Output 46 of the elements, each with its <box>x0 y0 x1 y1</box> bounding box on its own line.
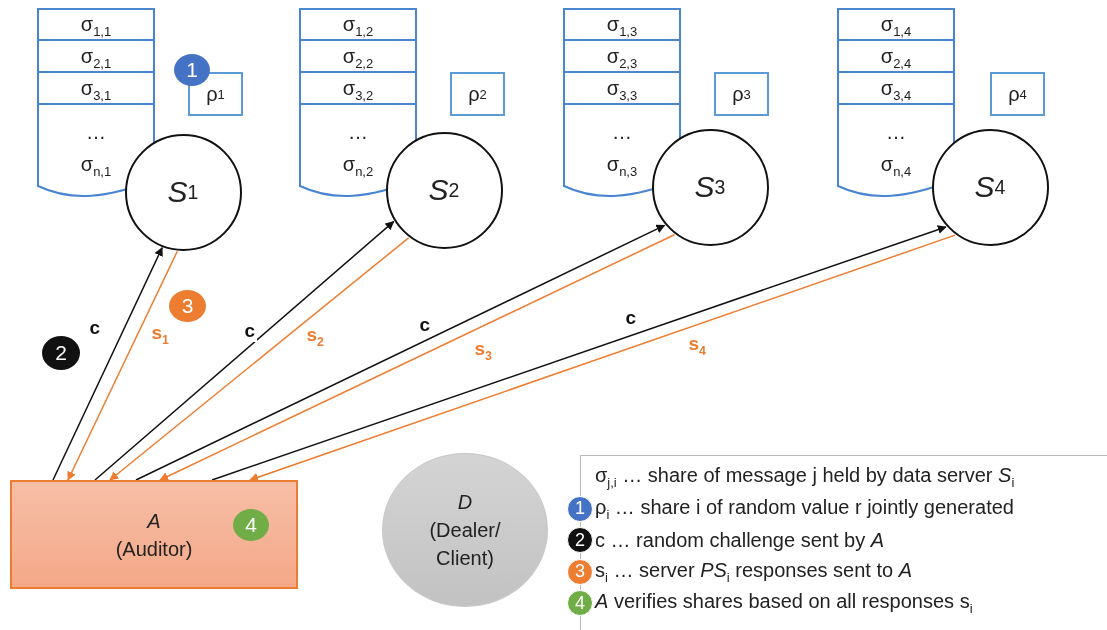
arrow <box>52 246 163 481</box>
share-label: σ$_{1,3}$ <box>605 12 639 41</box>
share-label: σ$_{3,3}$ <box>605 76 639 105</box>
share-label: σ$_{3,1}$ <box>79 76 113 105</box>
share-label: σ$_{1,4}$ <box>879 12 913 41</box>
node-label: (Auditor) <box>115 536 193 562</box>
step-badge: 1 <box>174 54 210 86</box>
legend-text: c … random challenge sent by A <box>595 528 885 552</box>
share-label: σ$_{2,1}$ <box>79 44 113 73</box>
share-label: σ$_{2,2}$ <box>341 44 375 73</box>
share-label: σ$_{1,2}$ <box>341 12 375 41</box>
arrow <box>67 250 179 481</box>
step-badge: 4 <box>233 509 269 541</box>
step-badge: 2 <box>42 336 80 370</box>
step-badge: 3 <box>169 290 206 322</box>
document-stack <box>299 8 417 200</box>
share-label: σ$_{3,4}$ <box>879 76 913 105</box>
share-label: σ$_{n,4}$ <box>879 152 913 181</box>
arrow <box>109 237 410 481</box>
share-label: … <box>885 120 907 144</box>
legend-text: σ$_{j,i}$ … share of message j held by data server S$_{i}$ <box>595 464 1015 490</box>
share-label: σ$_{n,2}$ <box>341 152 375 181</box>
node-label: A <box>147 508 161 534</box>
share-label: σ$_{n,3}$ <box>605 152 639 181</box>
share-label: σ$_{n,1}$ <box>79 152 113 181</box>
arrow <box>94 220 395 481</box>
step-badge: 2 <box>567 527 593 553</box>
legend-text: s$_{i}$ … server PS$_{i}$ responses sent to A <box>595 558 913 585</box>
auditor-box <box>10 480 298 589</box>
step-badge: 1 <box>567 495 593 522</box>
share-label: σ$_{3,2}$ <box>341 76 375 105</box>
share-label: … <box>347 120 369 144</box>
share-label: σ$_{1,1}$ <box>79 12 113 41</box>
share-label: σ$_{2,4}$ <box>879 44 913 73</box>
document-stack <box>37 8 155 200</box>
document-stack <box>837 8 955 200</box>
legend-text: A verifies shares based on all responses s$_{i}$ <box>595 590 973 616</box>
step-badge: 4 <box>567 590 593 616</box>
share-label: σ$_{2,3}$ <box>605 44 639 73</box>
share-label: … <box>85 120 107 144</box>
share-label: … <box>611 120 633 144</box>
legend-text: ρ$_{i}$ … share i of random value r jointly generated <box>595 495 1014 522</box>
step-badge: 3 <box>567 558 593 585</box>
node-label: (Dealer/ Client) <box>428 518 502 571</box>
document-stack <box>563 8 681 200</box>
node-label: D <box>457 490 473 515</box>
